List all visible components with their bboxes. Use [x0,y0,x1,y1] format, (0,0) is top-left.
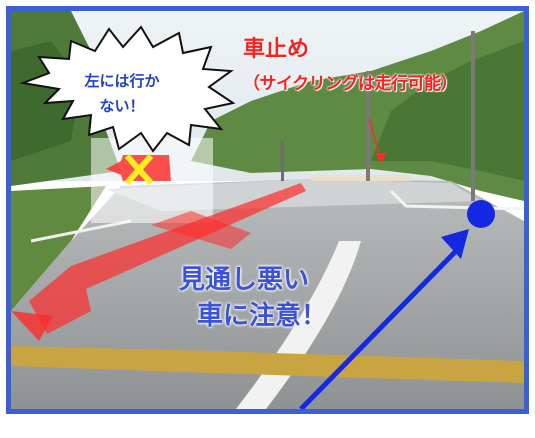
position-dot-icon [467,200,495,228]
red-arrow-tail [11,311,53,341]
photo-frame: 車止め （サイクリングは走行可能） 左には行か ない！ 見通し悪い 車に注意！ [6,6,529,414]
pole-3 [281,141,284,181]
warning-line-2: 車に注意！ [197,301,328,331]
pole-2 [471,31,475,201]
callout-line [368,118,380,154]
grass-left [11,186,106,311]
bollards [311,175,411,181]
warning-line-1: 見通し悪い [179,265,310,295]
pole-1 [366,71,370,181]
blue-arrow-head [441,229,469,259]
red-arrow-2 [151,211,251,249]
annotation-note: （サイクリングは走行可能） [243,74,458,94]
red-arrow-icon [29,183,306,334]
callout-arrow-icon [375,153,387,163]
burst-text: 左には行か ない！ [67,69,177,119]
cross-mark-icon [124,154,154,185]
road-line-left [30,219,132,243]
burst-line-2: ない！ [99,97,145,115]
curb-band [11,346,524,383]
speech-burst [19,25,236,153]
annotation-title: 車止め [243,37,310,62]
blue-arrow-icon [299,249,458,409]
burst-line-1: 左には行か [84,72,160,90]
annotation-overlay [11,25,495,409]
trees-right-dark [371,41,524,181]
